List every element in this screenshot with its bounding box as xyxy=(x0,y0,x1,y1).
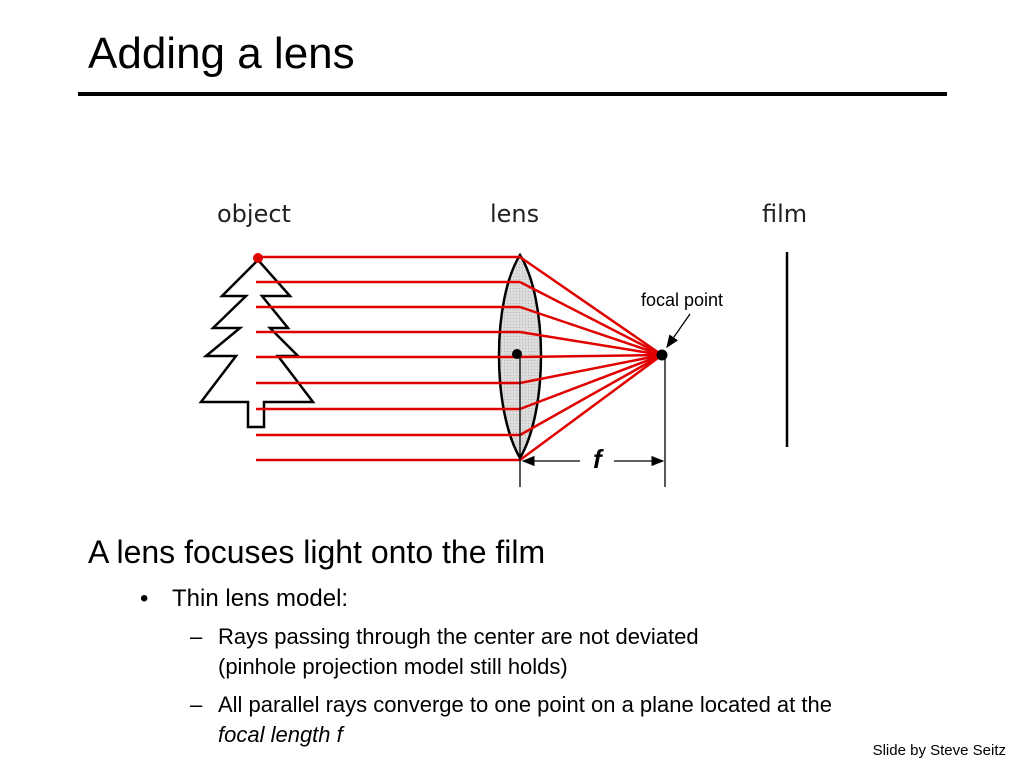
dash-symbol: – xyxy=(190,624,203,649)
title-divider xyxy=(78,92,947,96)
incoming-rays xyxy=(256,255,520,462)
bullet-text: Thin lens model: xyxy=(172,585,349,612)
focal-length-symbol: f xyxy=(593,444,604,474)
lens-label: lens xyxy=(490,200,539,228)
focal-point-label: focal point xyxy=(641,290,723,310)
slide-credit: Slide by Steve Seitz xyxy=(872,742,1006,759)
subbullet-line2: (pinhole projection model still holds) xyxy=(218,654,568,679)
film-label: film xyxy=(762,200,807,228)
bullet-symbol: • xyxy=(140,585,149,612)
converging-rays xyxy=(519,255,663,462)
subbullet-line1: All parallel rays converge to one point … xyxy=(218,692,832,717)
focal-point-arrow xyxy=(666,313,691,349)
tree-object-icon xyxy=(198,258,316,429)
subbullet-line1: Rays passing through the center are not … xyxy=(218,624,699,649)
subbullet-line2: focal length f xyxy=(218,722,343,747)
dash-symbol: – xyxy=(190,692,203,717)
main-heading: A lens focuses light onto the film xyxy=(88,534,546,570)
focal-point-dot xyxy=(656,349,668,361)
slide-title: Adding a lens xyxy=(88,29,355,78)
object-label: object xyxy=(217,200,291,228)
